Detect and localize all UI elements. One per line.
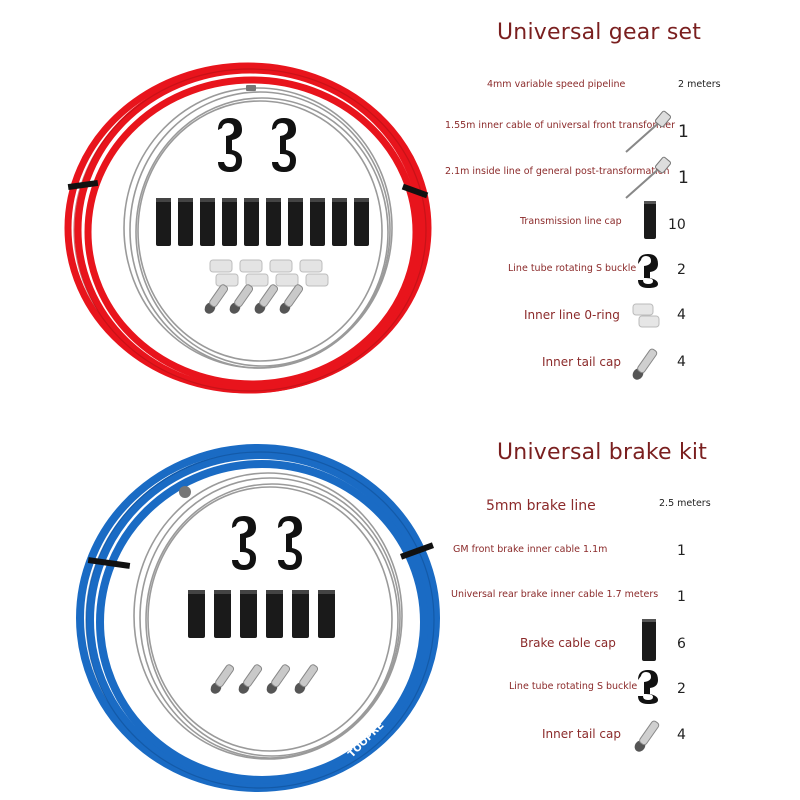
gear-set-title: Universal gear set (497, 20, 702, 45)
brake-item-qty: 2 (677, 681, 686, 697)
brake-item-qty: 2.5 meters (659, 498, 711, 509)
inner-cable-icon (625, 156, 672, 199)
brake-item-qty: 4 (677, 727, 686, 743)
gear-item-qty: 4 (677, 307, 686, 323)
brake-item-label: Inner tail cap (542, 727, 621, 741)
brake-item-label: Line tube rotating S buckle (509, 681, 638, 692)
brake-item-label: GM front brake inner cable 1.1m (453, 544, 608, 555)
s-buckle-icon (638, 670, 658, 704)
s-buckle-pair (232, 516, 302, 570)
gear-set-photo (64, 62, 432, 394)
zip-tie-right (399, 542, 435, 560)
gear-item-label: 4mm variable speed pipeline (487, 79, 626, 90)
brake-item-qty: 1 (677, 543, 686, 559)
cable-cap-icon (642, 619, 656, 661)
brake-kit-photo: TOOPRE (76, 444, 440, 792)
brake-inner-wire-coil (133, 472, 403, 760)
tail-caps (204, 284, 304, 314)
zip-tie-right (401, 183, 429, 199)
gear-item-label: Inner line 0-ring (524, 308, 620, 322)
gear-item-qty: 2 (677, 262, 686, 278)
gear-item-qty: 2 meters (678, 79, 721, 90)
gear-item-label: Line tube rotating S buckle (508, 263, 637, 274)
zip-tie-left (67, 179, 99, 191)
gear-inner-wire-coil (123, 87, 393, 369)
s-buckle-icon (638, 254, 658, 288)
tail-caps (210, 664, 319, 694)
brake-item-label: 5mm brake line (486, 498, 596, 514)
gear-item-label: Transmission line cap (520, 216, 622, 227)
cable-caps (188, 590, 335, 638)
tail-cap-icon (634, 720, 660, 752)
gear-item-qty: 1 (678, 122, 689, 142)
inner-cable-icon (625, 110, 672, 153)
brake-item-label: Brake cable cap (520, 636, 616, 650)
cable-cap-icon (644, 201, 656, 239)
brake-item-qty: 6 (677, 636, 686, 652)
gear-item-label: 2.1m inside line of general post-transfo… (445, 166, 670, 177)
tail-cap-icon (632, 348, 658, 380)
brake-item-label: Universal rear brake inner cable 1.7 met… (451, 589, 659, 600)
gear-item-qty: 10 (668, 217, 686, 233)
s-buckle-pair (218, 118, 296, 172)
o-rings (209, 259, 329, 287)
gear-housing-coil (64, 62, 432, 394)
brake-item-qty: 1 (677, 589, 686, 605)
gear-item-label: 1.55m inner cable of universal front tra… (445, 120, 676, 131)
cable-caps (156, 198, 369, 246)
gear-item-qty: 1 (678, 168, 689, 188)
gear-item-qty: 4 (677, 354, 686, 370)
gear-item-label: Inner tail cap (542, 355, 621, 369)
o-ring-icon (632, 303, 660, 328)
zip-tie-left (87, 557, 131, 569)
brake-kit-title: Universal brake kit (497, 440, 708, 465)
